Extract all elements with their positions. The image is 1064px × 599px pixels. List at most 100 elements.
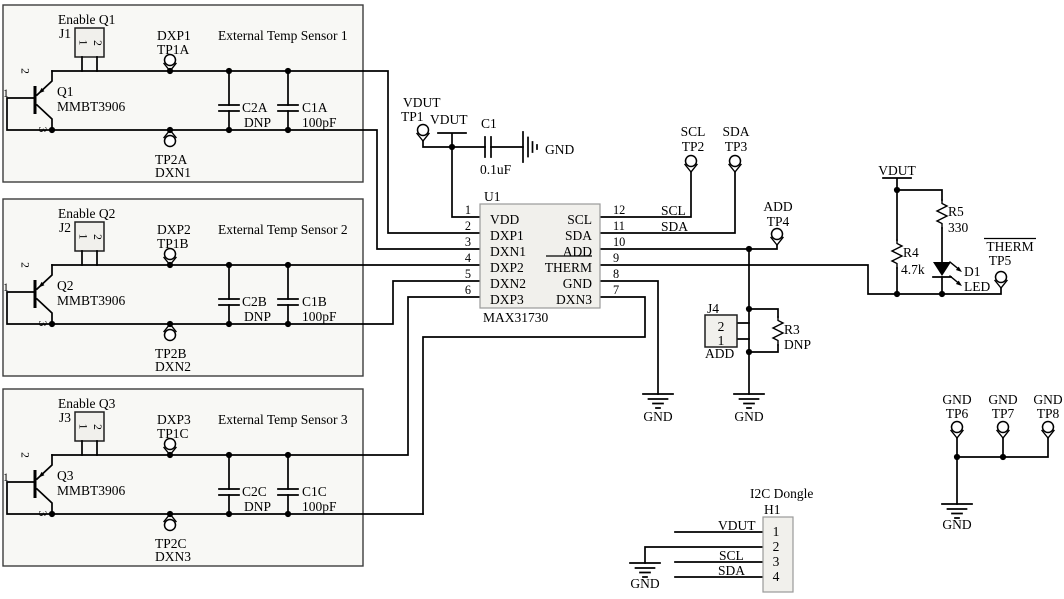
transistor-part: MMBT3906 — [57, 293, 126, 308]
r5-ref-label: R5 — [948, 204, 964, 219]
cap2-value: DNP — [244, 115, 271, 130]
u1-pin-name-sda: SDA — [565, 228, 592, 243]
j4-section: J4 2 1 ADD R3 DNP GND GND — [643, 301, 811, 424]
h1-pin3-label: 3 — [773, 554, 780, 569]
cap2-value: DNP — [244, 499, 271, 514]
u1-pin-name-vdd: VDD — [490, 212, 519, 227]
resistor-r3 — [772, 316, 784, 346]
r5-value-label: 330 — [948, 220, 969, 235]
enable-label: Enable Q3 — [58, 396, 116, 411]
h1-section: I2C Dongle H1 1 2 3 4 VDUT SCL SDA GND — [630, 486, 813, 593]
u1-pin-num-9: 9 — [613, 251, 619, 265]
u1-pin-name-dxn1: DXN1 — [490, 244, 526, 259]
u1-gnd-label: GND — [643, 409, 672, 424]
net-labels: SCL SDA SCL TP2 SDA TP3 ADD TP4 THERM TP… — [661, 124, 1036, 268]
wires — [362, 70, 1049, 578]
h1-sda-label: SDA — [718, 563, 745, 578]
block-title: External Temp Sensor 1 — [218, 28, 348, 43]
gnd-tp-gnd-label: GND — [942, 517, 971, 532]
transistor-pin3: 3 — [36, 321, 48, 327]
enable-label: Enable Q1 — [58, 12, 115, 27]
tp3-net-label: SDA — [722, 124, 749, 139]
sensor-block-3: Enable Q3 J3 1 2 Q3 MMBT3906 1 2 3 DXP3 … — [3, 389, 363, 566]
u1-pin-name-dxp1: DXP1 — [490, 228, 524, 243]
jumper-pin1: 1 — [77, 40, 89, 46]
tp2-ref-label: TP2 — [682, 139, 705, 154]
j4-gnd-label: GND — [734, 409, 763, 424]
block-title: External Temp Sensor 3 — [218, 412, 348, 427]
tp2-symbol — [684, 154, 698, 173]
u1-pin-name-dxp3: DXP3 — [490, 292, 524, 307]
tp8-net-label: GND — [1033, 392, 1062, 407]
r4-value-label: 4.7k — [901, 262, 925, 277]
c1-gnd-label: GND — [545, 142, 574, 157]
u1-pin-name-dxp2: DXP2 — [490, 260, 524, 275]
gnd-symbol-j4 — [733, 393, 765, 409]
tp-bot-ref: TP2A — [155, 152, 188, 167]
u1-ref: U1 — [484, 189, 501, 204]
h1-pin2-label: 2 — [773, 539, 780, 554]
jumper-ref: J2 — [59, 220, 71, 235]
h1-scl-label: SCL — [719, 548, 744, 563]
tp3-symbol — [728, 154, 742, 173]
jumper-pin1: 1 — [77, 424, 89, 430]
gnd-testpoints-section: GND TP6 GND TP7 GND TP8 GND — [942, 392, 1062, 532]
power-section: VDUT TP1 VDUT C1 0.1uF GND — [401, 95, 574, 177]
tp6-ref-label: TP6 — [946, 406, 969, 421]
d1-value-label: LED — [964, 279, 990, 294]
transistor-pin1: 1 — [3, 472, 9, 484]
j4-net-label: ADD — [705, 346, 734, 361]
jumper-pin1: 1 — [77, 234, 89, 240]
tp5-symbol — [994, 270, 1008, 289]
therm-led-section: VDUT R4 4.7k R5 330 D1 LED — [878, 163, 990, 294]
sda-net-label: SDA — [661, 219, 688, 234]
u1-chip: U1 MAX31730 1 2 3 4 5 6 VDD DXP1 DXN1 DX… — [465, 189, 625, 325]
tp5-net-label: THERM — [986, 239, 1033, 254]
tp3-ref-label: TP3 — [725, 139, 748, 154]
transistor-pin1: 1 — [3, 282, 9, 294]
u1-pin-num-3: 3 — [465, 235, 471, 249]
j4-pin1-label: 1 — [718, 333, 725, 348]
tp7-net-label: GND — [988, 392, 1017, 407]
vdut-flag-label: VDUT — [430, 112, 468, 127]
u1-pin-num-8: 8 — [613, 267, 619, 281]
block-title: External Temp Sensor 2 — [218, 222, 348, 237]
cap1-ref: C1B — [302, 294, 327, 309]
tp1-symbol — [416, 123, 430, 142]
r4-ref-label: R4 — [903, 245, 919, 260]
h1-pin4-label: 4 — [773, 569, 780, 584]
transistor-pin2: 2 — [19, 68, 31, 74]
transistor-pin1: 1 — [3, 88, 9, 100]
junction-dots — [448, 143, 1007, 461]
tp1-ref-label: TP1 — [401, 109, 424, 124]
u1-pin-num-7: 7 — [613, 283, 619, 297]
transistor-ref: Q1 — [57, 84, 74, 99]
jumper-ref: J1 — [59, 26, 71, 41]
gnd-symbol-u1 — [642, 393, 674, 409]
jumper-pin2: 2 — [91, 234, 103, 240]
resistor-r5 — [936, 199, 948, 229]
tp2-net-label: SCL — [681, 124, 706, 139]
gnd-symbol-tp — [941, 503, 973, 519]
tp-bot-net: DXN3 — [155, 549, 191, 564]
tp4-net-label: ADD — [763, 199, 792, 214]
cap2-value: DNP — [244, 309, 271, 324]
u1-part: MAX31730 — [483, 310, 549, 325]
gnd-symbol-c1 — [522, 131, 538, 163]
tp-bot-net: DXN1 — [155, 165, 191, 180]
tp-top-net: DXP1 — [157, 28, 191, 43]
tp5-ref-label: TP5 — [989, 253, 1012, 268]
u1-pin-num-2: 2 — [465, 219, 471, 233]
tp6-net-label: GND — [942, 392, 971, 407]
tp-bot-net: DXN2 — [155, 359, 191, 374]
u1-pin-num-11: 11 — [613, 219, 625, 233]
u1-pin-name-scl: SCL — [567, 212, 592, 227]
tp8-ref-label: TP8 — [1037, 406, 1060, 421]
r3-value-label: DNP — [784, 337, 811, 352]
tp-top-net: DXP3 — [157, 412, 191, 427]
u1-pin-name-dxn3: DXN3 — [556, 292, 592, 307]
h1-vdut-label: VDUT — [718, 518, 756, 533]
transistor-ref: Q2 — [57, 278, 74, 293]
led-d1 — [932, 261, 962, 286]
